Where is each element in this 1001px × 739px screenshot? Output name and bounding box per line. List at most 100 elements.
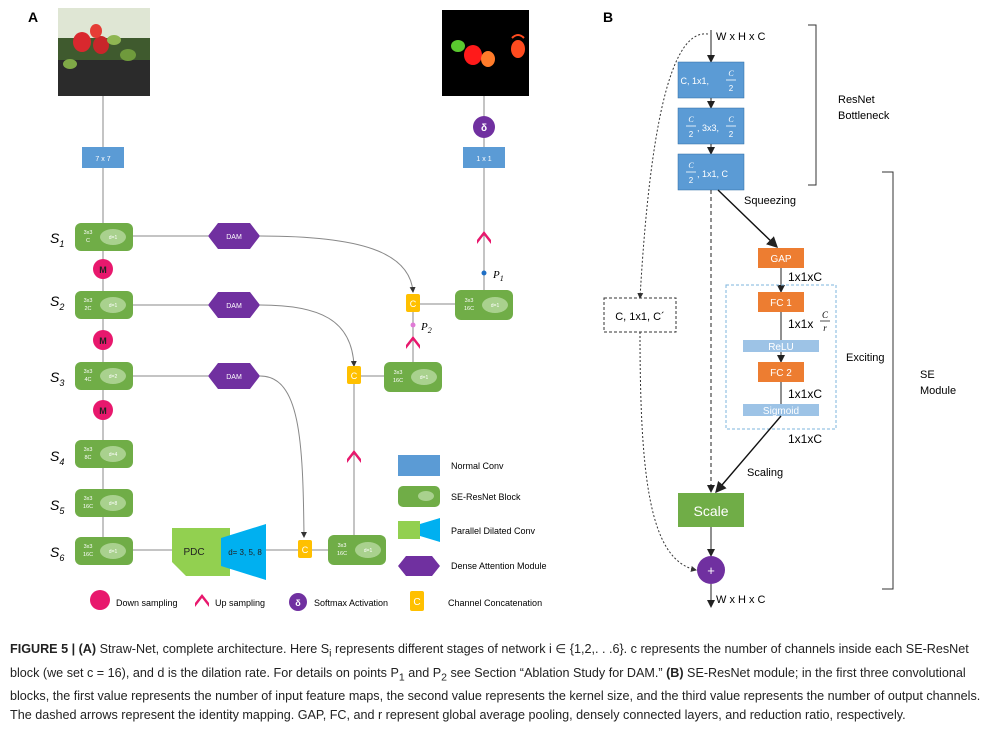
up-sampling-node-3	[477, 231, 491, 244]
svg-text:16C: 16C	[464, 306, 474, 312]
decoder-se-block-2: 3x3 16C d=1	[384, 362, 442, 392]
se-module-bracket	[882, 171, 894, 590]
exciting-label: Exciting	[846, 352, 885, 364]
se-block-s6: 3x3 16C d=1	[75, 537, 133, 565]
svg-text:, 1x1, C: , 1x1, C	[697, 169, 729, 179]
down-sampling-node-2: M	[93, 330, 113, 350]
stage-label-s5: S5	[50, 497, 65, 516]
svg-text:C: C	[688, 161, 694, 170]
svg-text:3x3: 3x3	[84, 369, 93, 375]
legend-up-sampling-label: Up sampling	[215, 598, 265, 608]
decoder-se-block-3: 3x3 16C d=1	[455, 290, 513, 320]
svg-text:δ: δ	[481, 123, 487, 134]
svg-text:3x3: 3x3	[84, 544, 93, 550]
relu-block: ReLU	[743, 340, 819, 353]
svg-text:d=1: d=1	[420, 375, 429, 381]
pdc-block: PDC d= 3, 5, 8	[172, 524, 266, 580]
decoder-se-block-1: 3x3 16C d=1	[328, 535, 386, 565]
identity-mapping-block: C, 1x1, C´	[603, 297, 677, 333]
fc2-dim-label: 1x1xC	[788, 387, 822, 401]
svg-text:1x1x: 1x1x	[788, 317, 813, 331]
svg-text:PDC: PDC	[183, 547, 204, 558]
output-dimension-label: W x H x C	[716, 594, 766, 606]
concat-node-1: C	[406, 294, 420, 312]
fc2-block: FC 2	[758, 362, 804, 382]
svg-text:d=8: d=8	[109, 501, 118, 507]
svg-text:d= 3, 5, 8: d= 3, 5, 8	[228, 548, 262, 557]
dam-module-3: DAM	[208, 363, 260, 389]
bottleneck-conv-2: C 2 , 3x3, C 2	[677, 107, 745, 145]
svg-text:3x3: 3x3	[84, 230, 93, 236]
svg-text:C: C	[728, 69, 734, 78]
sigmoid-dim-label: 1x1xC	[788, 432, 822, 446]
svg-text:C: C	[351, 371, 358, 381]
stage-label-s4: S4	[50, 448, 64, 467]
stage-label-s2: S2	[50, 293, 64, 312]
residual-add-node: +	[697, 556, 725, 584]
legend-dam-swatch	[398, 556, 440, 576]
resnet-bracket	[808, 24, 817, 186]
p2-label: P2	[420, 321, 432, 335]
p2-marker	[410, 322, 416, 328]
svg-text:2: 2	[689, 176, 694, 185]
svg-text:C: C	[822, 310, 829, 320]
svg-text:2: 2	[729, 84, 734, 93]
svg-text:C: C	[410, 299, 417, 309]
svg-text:C, 1x1,: C, 1x1,	[680, 76, 709, 86]
svg-text:ReLU: ReLU	[768, 342, 794, 353]
svg-text:C: C	[86, 238, 90, 244]
gap-dim-label: 1x1xC	[788, 270, 822, 284]
svg-text:3x3: 3x3	[465, 298, 474, 304]
svg-text:, 3x3,: , 3x3,	[697, 123, 719, 133]
architecture-figure: A 7 x 7 1 x 1 δ S1 S2	[28, 8, 956, 611]
legend-down-sampling-label: Down sampling	[116, 598, 178, 608]
panel-a-label: A	[28, 9, 38, 25]
stage-label-s1: S1	[50, 230, 64, 249]
svg-text:3x3: 3x3	[394, 370, 403, 376]
svg-text:r: r	[823, 323, 827, 333]
input-conv-7x7: 7 x 7	[82, 147, 124, 168]
scaling-label: Scaling	[747, 467, 783, 479]
up-sampling-node-2	[406, 336, 420, 349]
svg-text:d=1: d=1	[109, 235, 118, 241]
svg-text:d=4: d=4	[109, 452, 118, 458]
svg-text:3x3: 3x3	[84, 496, 93, 502]
svg-text:2C: 2C	[84, 306, 91, 312]
legend-pdc-swatch	[398, 518, 440, 542]
se-block-s3: 3x3 4C d=2	[75, 362, 133, 390]
svg-text:DAM: DAM	[226, 234, 242, 241]
bottleneck-conv-1: C, 1x1, C 2	[677, 61, 745, 99]
svg-text:FC 2: FC 2	[770, 368, 792, 379]
panel-b-label: B	[603, 9, 613, 25]
svg-text:M: M	[99, 265, 107, 275]
svg-text:d=1: d=1	[109, 303, 118, 309]
svg-text:M: M	[99, 406, 107, 416]
legend-up-sampling-swatch	[195, 594, 209, 607]
input-dimension-label: W x H x C	[716, 31, 766, 43]
legend-down-sampling-swatch	[90, 590, 110, 610]
legend-softmax-label: Softmax Activation	[314, 598, 388, 608]
up-sampling-node-1	[347, 450, 361, 463]
svg-text:3x3: 3x3	[84, 447, 93, 453]
gap-block: GAP	[758, 248, 804, 268]
svg-text:3x3: 3x3	[338, 543, 347, 549]
se-block-s5: 3x3 16C d=8	[75, 489, 133, 517]
legend-pdc-label: Parallel Dilated Conv	[451, 526, 536, 536]
legend-normal-conv-swatch	[398, 455, 440, 476]
se-block-s1: 3x3 C d=1	[75, 223, 133, 251]
softmax-activation-node: δ	[473, 116, 495, 138]
svg-text:7 x 7: 7 x 7	[95, 156, 110, 163]
sigmoid-block: Sigmoid	[743, 404, 819, 417]
svg-text:d=1: d=1	[109, 549, 118, 555]
down-sampling-node-3: M	[93, 400, 113, 420]
svg-text:DAM: DAM	[226, 303, 242, 310]
figure-caption: FIGURE 5 | (A) Straw-Net, complete archi…	[10, 642, 981, 723]
svg-text:16C: 16C	[393, 378, 403, 384]
svg-text:Scale: Scale	[693, 503, 728, 519]
dam-module-2: DAM	[208, 292, 260, 318]
svg-text:C: C	[728, 115, 734, 124]
legend-normal-conv-label: Normal Conv	[451, 461, 504, 471]
se-label: SE	[920, 369, 935, 381]
bottleneck-conv-3: C 2 , 1x1, C	[677, 153, 745, 191]
concat-node-2: C	[347, 366, 361, 384]
